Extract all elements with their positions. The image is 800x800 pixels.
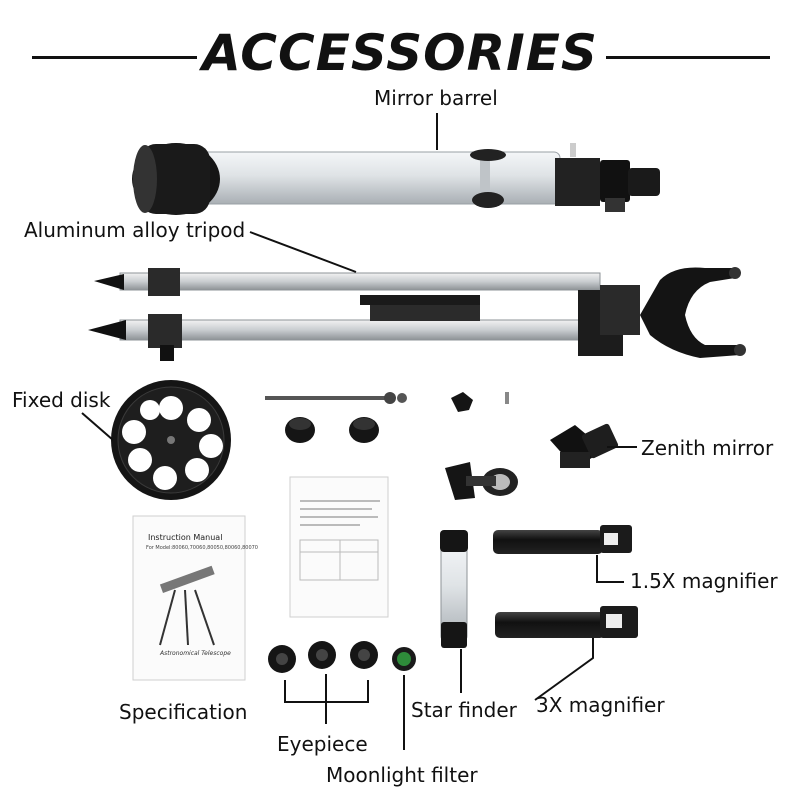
aluminum-tripod xyxy=(88,267,746,361)
instruction-sheet xyxy=(289,476,389,618)
manual-title: Instruction Manual xyxy=(148,533,223,542)
label-eyepiece: Eyepiece xyxy=(277,732,368,756)
label-star-finder: Star finder xyxy=(411,698,517,722)
page-title: ACCESSORIES xyxy=(202,24,598,82)
label-mirror-barrel: Mirror barrel xyxy=(374,86,498,110)
instruction-manual xyxy=(132,515,246,681)
magnifier-15x xyxy=(493,525,632,554)
label-zenith-mirror: Zenith mirror xyxy=(641,436,774,460)
slow-motion-rod xyxy=(265,392,407,404)
label-specification: Specification xyxy=(119,700,248,724)
moonlight-filter xyxy=(392,647,416,671)
magnifier-3x xyxy=(495,606,638,638)
label-aluminum-tripod: Aluminum alloy tripod xyxy=(24,218,246,242)
label-magnifier-3x: 3X magnifier xyxy=(536,693,665,717)
fixed-disk xyxy=(111,380,231,500)
mirror-barrel xyxy=(132,143,660,215)
manual-models: For Model:80060,70060,80050,80060,80070 xyxy=(146,545,258,551)
finder-bracket xyxy=(445,462,518,500)
title-rule-left xyxy=(32,56,197,59)
label-fixed-disk: Fixed disk xyxy=(12,388,111,412)
leader-lines xyxy=(81,113,637,750)
knob-pair xyxy=(285,417,379,443)
screw-parts xyxy=(451,392,509,412)
eyepieces xyxy=(268,641,378,673)
manual-caption: Astronomical Telescope xyxy=(160,650,231,657)
title-rule-right xyxy=(606,56,770,59)
star-finder xyxy=(440,530,468,648)
zenith-mirror xyxy=(550,423,619,468)
label-magnifier-15x: 1.5X magnifier xyxy=(630,569,778,593)
label-moonlight-filter: Moonlight filter xyxy=(326,763,478,787)
